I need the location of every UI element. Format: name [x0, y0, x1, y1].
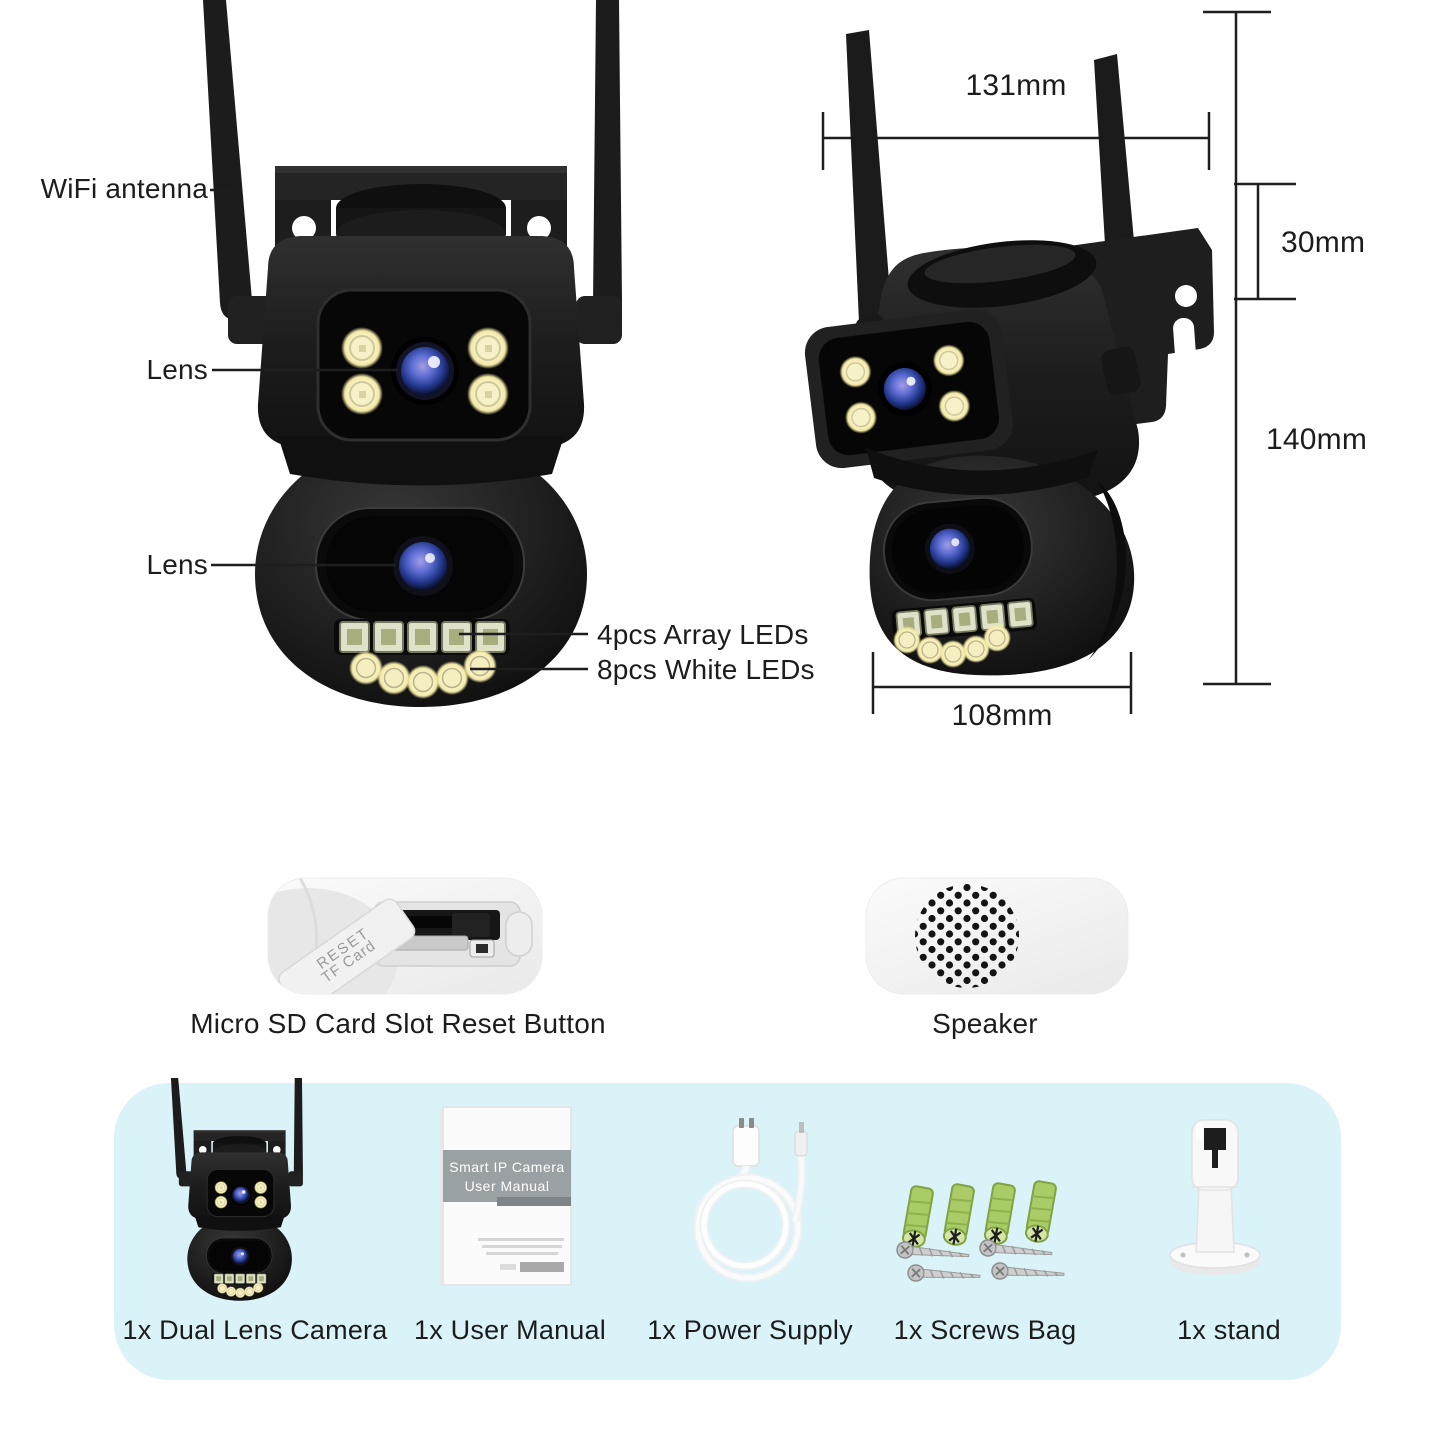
- package-strip-background: [114, 1083, 1341, 1380]
- speaker-grille-dots: [915, 884, 1019, 988]
- wifi-antenna-left: [203, 0, 253, 320]
- white-leds: [893, 624, 1011, 668]
- array-leds-label: 4pcs Array LEDs: [597, 619, 809, 650]
- package-item-label-screws: 1x Screws Bag: [893, 1315, 1077, 1345]
- upper-lens: [391, 337, 459, 405]
- power-supply-illustration: [693, 1118, 808, 1283]
- lens-bottom-label: Lens: [146, 549, 208, 580]
- wifi-antenna-left: [846, 30, 893, 337]
- manual-title-line1: Smart IP Camera: [449, 1159, 564, 1175]
- user-manual-illustration: Smart IP Camera User Manual: [440, 1106, 572, 1286]
- dimension-total-height: 140mm: [1266, 423, 1368, 456]
- white-leds: [349, 649, 497, 699]
- camera-front-view-illustration: [203, 0, 622, 707]
- camera-side-view-illustration: [804, 30, 1214, 676]
- dimension-lines: [821, 10, 1296, 714]
- package-strip: Smart IP Camera User Manual: [114, 1077, 1341, 1380]
- package-item-label-camera: 1x Dual Lens Camera: [122, 1315, 388, 1345]
- white-leds-label: 8pcs White LEDs: [597, 654, 815, 685]
- sd-card-slot-photo: TF Card RESET: [267, 877, 543, 995]
- package-item-label-stand: 1x stand: [1177, 1315, 1281, 1345]
- stand-illustration: [1169, 1119, 1261, 1275]
- camera-head: [804, 308, 1013, 469]
- dimension-base-width: 108mm: [951, 699, 1053, 732]
- dimension-bracket-height: 30mm: [1281, 226, 1366, 259]
- lower-lens: [393, 536, 453, 596]
- sd-card-slot-label: Micro SD Card Slot Reset Button: [190, 1008, 606, 1039]
- array-leds: [334, 619, 510, 655]
- wifi-antenna-right: [592, 0, 622, 318]
- package-item-label-power: 1x Power Supply: [647, 1315, 853, 1345]
- package-item-label-manual: 1x User Manual: [414, 1315, 606, 1345]
- manual-title-line2: User Manual: [465, 1178, 550, 1194]
- screws-bag-illustration: [896, 1180, 1065, 1282]
- callout-lines: [210, 188, 588, 671]
- wifi-antenna-label: WiFi antenna: [40, 173, 208, 204]
- speaker-photo: [865, 877, 1129, 995]
- infrared-leds: [341, 327, 509, 415]
- dimension-top-width: 131mm: [965, 69, 1067, 102]
- speaker-label: Speaker: [932, 1008, 1038, 1039]
- lens-top-label: Lens: [146, 354, 208, 385]
